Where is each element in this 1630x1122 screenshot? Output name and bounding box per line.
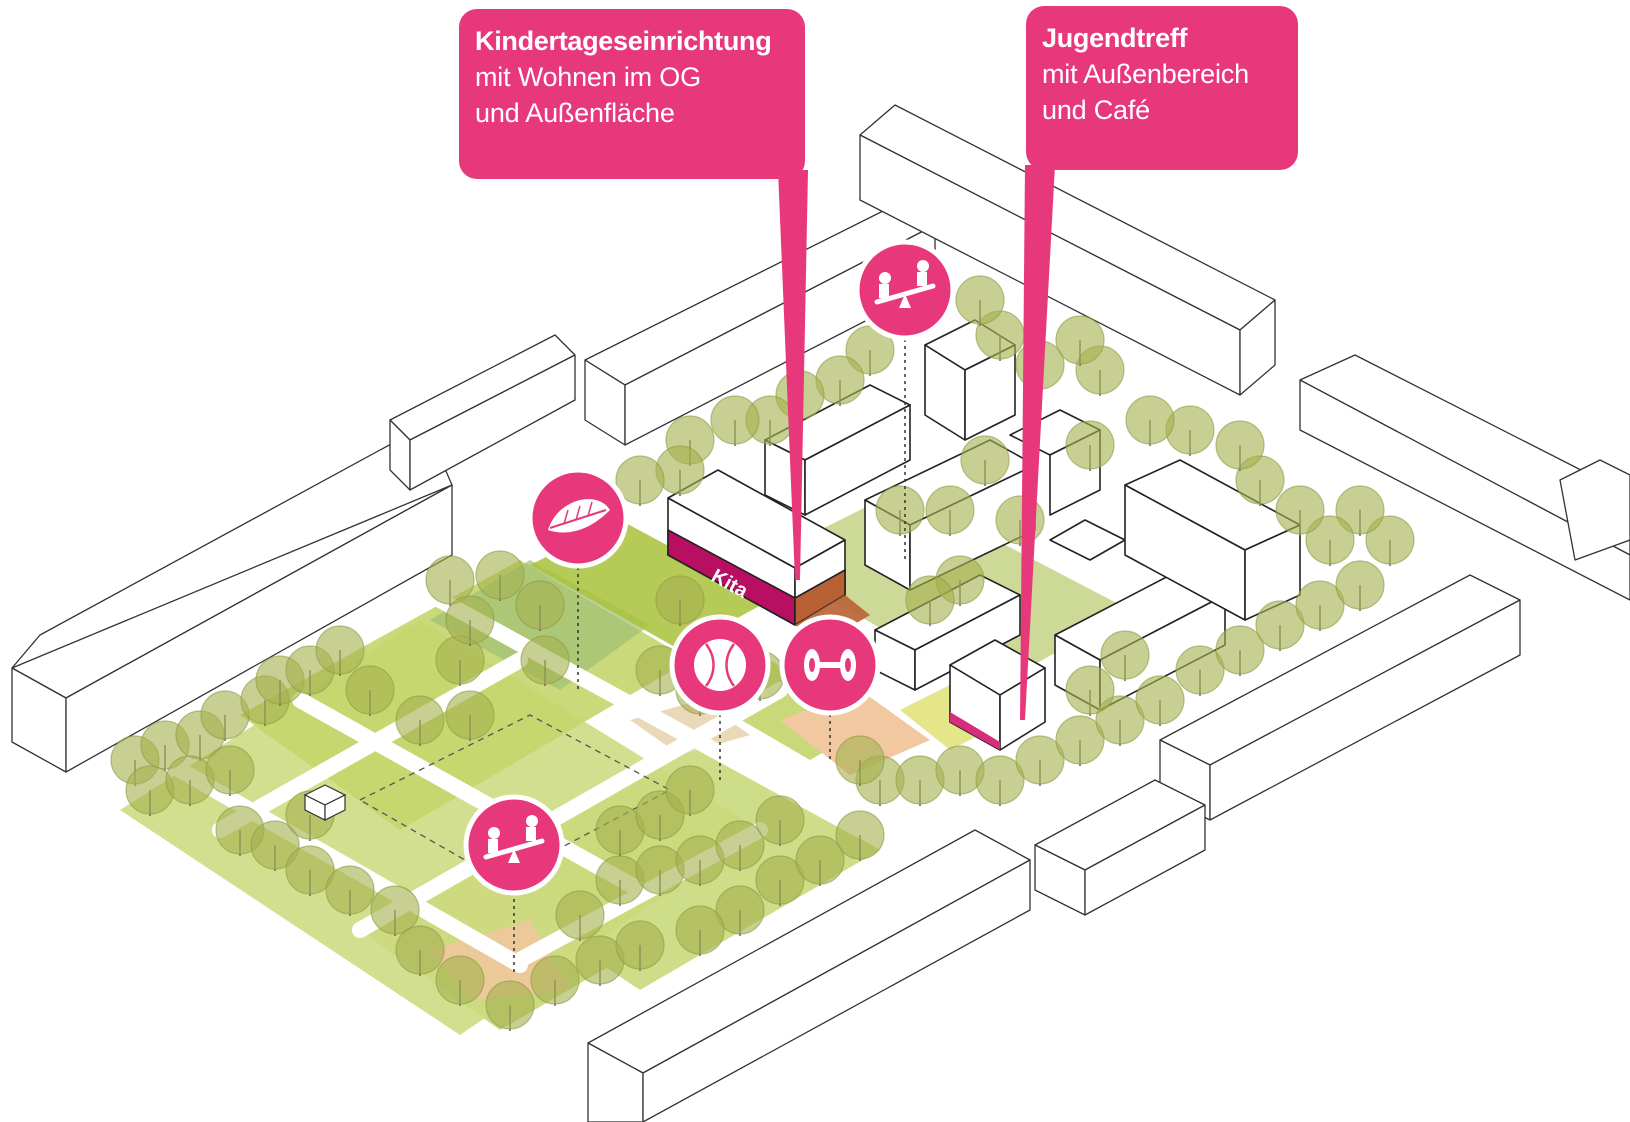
kita-callout-line2: und Außenfläche <box>475 98 675 128</box>
seesaw-icon <box>463 794 565 896</box>
jugend-callout-line1: mit Außenbereich <box>1042 59 1249 89</box>
seesaw-icon <box>854 239 956 341</box>
kita-callout-line1: mit Wohnen im OG <box>475 62 701 92</box>
kita-callout: Kindertageseinrichtung mit Wohnen im OG … <box>459 9 805 179</box>
kiosk <box>303 784 347 821</box>
leaf-icon <box>527 467 629 569</box>
kita-callout-pointer <box>778 170 808 580</box>
dumbbell-icon <box>779 614 881 716</box>
jugend-callout: Jugendtreff mit Außenbereich und Café <box>1026 6 1298 170</box>
jugend-callout-pointer <box>1020 165 1055 720</box>
sport-field-outline <box>358 714 672 881</box>
kita-callout-title: Kindertageseinrichtung <box>475 26 772 56</box>
jugend-callout-line2: und Café <box>1042 95 1150 125</box>
perimeter-buildings <box>11 104 1630 1122</box>
ball-icon <box>669 614 771 716</box>
jugend-callout-title: Jugendtreff <box>1042 23 1188 53</box>
